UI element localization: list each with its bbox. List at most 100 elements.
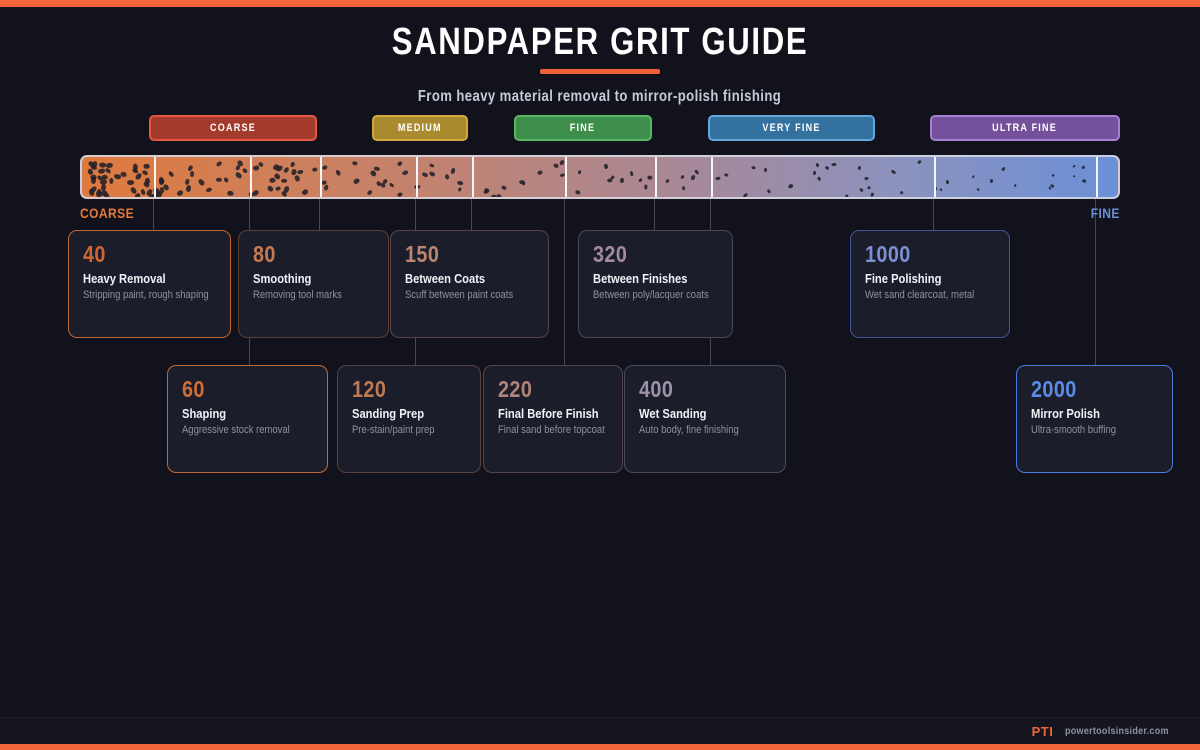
grit-speckle <box>824 166 830 171</box>
category-badge-label: FINE <box>570 122 596 134</box>
grit-tick-60 <box>250 157 252 197</box>
grit-speckle <box>867 185 871 191</box>
grit-connector-80 <box>319 199 320 230</box>
grit-speckle <box>282 166 290 174</box>
grit-speckle <box>234 171 243 180</box>
category-badge-label: COARSE <box>210 122 256 134</box>
grit-description: Wet sand clearcoat, metal <box>865 289 975 302</box>
grit-speckle <box>628 170 634 176</box>
grit-speckle <box>126 179 135 186</box>
category-badge-medium: MEDIUM <box>372 115 468 141</box>
grit-speckle <box>831 162 837 167</box>
grit-speckle <box>428 171 436 178</box>
grit-speckle <box>1001 166 1006 171</box>
grit-speckle <box>574 189 581 195</box>
grit-speckle <box>916 159 922 165</box>
grit-speckle <box>312 167 319 173</box>
grit-name: Sanding Prep <box>352 406 425 422</box>
grit-speckle <box>274 185 282 192</box>
grit-speckle <box>167 170 175 178</box>
grit-speckle <box>975 187 980 192</box>
grit-connector-150 <box>471 199 472 230</box>
grit-speckle <box>814 162 820 168</box>
grit-speckle <box>388 182 395 189</box>
grit-speckle <box>559 159 565 166</box>
grit-speckle <box>577 170 581 175</box>
grit-speckle <box>120 171 128 177</box>
grit-speckle <box>323 184 329 192</box>
grit-value: 40 <box>83 241 106 267</box>
grit-speckle <box>352 161 358 166</box>
grit-speckle <box>241 167 249 174</box>
grit-speckle <box>401 169 409 177</box>
grit-speckle <box>296 168 304 175</box>
grit-speckle <box>1072 164 1077 169</box>
grit-speckle <box>680 174 685 180</box>
grit-speckle <box>603 163 609 170</box>
footer-bar: PTI powertoolsinsider.com <box>0 717 1200 744</box>
grit-description: Auto body, fine finishing <box>639 424 739 437</box>
grit-speckle <box>142 163 150 170</box>
grit-speckle <box>788 183 795 190</box>
category-badge-label: ULTRA FINE <box>992 122 1058 134</box>
grit-description: Removing tool marks <box>253 289 342 302</box>
grit-speckle <box>352 177 361 186</box>
grit-speckle <box>396 160 403 167</box>
grit-speckle <box>743 192 750 197</box>
grit-tick-2000 <box>1096 157 1098 197</box>
grit-speckle <box>1082 179 1087 183</box>
grit-speckle <box>216 177 223 183</box>
grit-speckle <box>421 172 429 179</box>
grit-speckle <box>456 186 462 192</box>
grit-speckle <box>610 174 616 181</box>
grit-speckle <box>857 165 862 170</box>
grit-speckle <box>450 168 456 175</box>
bar-label-coarse: COARSE <box>80 205 135 221</box>
grit-speckle <box>268 177 276 184</box>
grit-description: Pre-stain/paint prep <box>352 424 435 437</box>
grit-connector-320 <box>654 199 655 230</box>
grit-speckle <box>890 169 897 176</box>
grit-speckle <box>763 167 768 172</box>
grit-value: 320 <box>593 241 628 267</box>
grit-speckle <box>334 169 342 177</box>
category-badge-ultra-fine: ULTRA FINE <box>930 115 1120 141</box>
header: SANDPAPER GRIT GUIDE From heavy material… <box>0 21 1200 106</box>
grit-speckle <box>280 178 287 184</box>
grit-gradient-bar <box>80 155 1120 199</box>
grit-speckle <box>266 186 275 193</box>
grit-name: Final Before Finish <box>498 406 599 422</box>
grit-description: Scuff between paint coats <box>405 289 514 302</box>
grit-speckle <box>714 176 721 181</box>
grit-name: Smoothing <box>253 271 312 287</box>
grit-speckle <box>680 185 686 191</box>
grit-speckle <box>899 190 904 196</box>
grit-speckle <box>751 166 756 170</box>
grit-name: Between Finishes <box>593 271 688 287</box>
grit-speckle <box>817 176 822 182</box>
grit-speckle <box>141 169 149 176</box>
page-subtitle: From heavy material removal to mirror-po… <box>418 87 782 105</box>
grit-tick-150 <box>472 157 474 197</box>
bottom-accent-strip <box>0 744 1200 750</box>
grit-speckle <box>252 164 260 172</box>
grit-speckle <box>496 194 502 197</box>
grit-speckle <box>858 187 864 193</box>
grit-value: 400 <box>639 376 674 402</box>
category-badge-label: MEDIUM <box>398 122 442 134</box>
grit-connector-220 <box>564 199 565 365</box>
category-badge-fine: FINE <box>514 115 652 141</box>
grit-speckle <box>291 168 297 175</box>
grit-speckle <box>215 160 223 168</box>
top-accent-strip <box>0 0 1200 7</box>
grit-speckle <box>1072 175 1076 178</box>
grit-speckle <box>290 161 296 168</box>
grit-speckle <box>766 188 772 194</box>
grit-speckle <box>665 178 670 183</box>
